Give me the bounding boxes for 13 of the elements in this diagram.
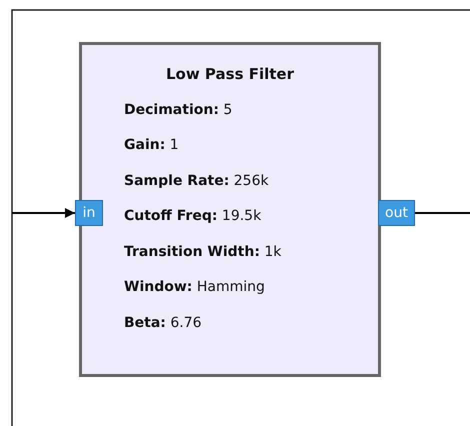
parameter-text: Sample Rate: 256k	[124, 172, 269, 188]
parameter-text: Cutoff Freq: 19.5k	[124, 208, 262, 224]
parameter-text: Transition Width: 1k	[124, 244, 282, 260]
arrow	[12, 208, 75, 218]
filter-block	[79, 42, 381, 377]
parameter-text: Beta: 6.76	[124, 314, 202, 330]
block-title: Low Pass Filter	[164, 65, 295, 83]
parameter-text: Gain: 1	[124, 137, 179, 153]
parameter-text: Decimation: 5	[124, 102, 232, 118]
output-port: out	[378, 200, 415, 226]
connector-line	[415, 212, 470, 214]
parameter-text: Window: Hamming	[124, 279, 265, 295]
input-port: in	[75, 200, 103, 226]
